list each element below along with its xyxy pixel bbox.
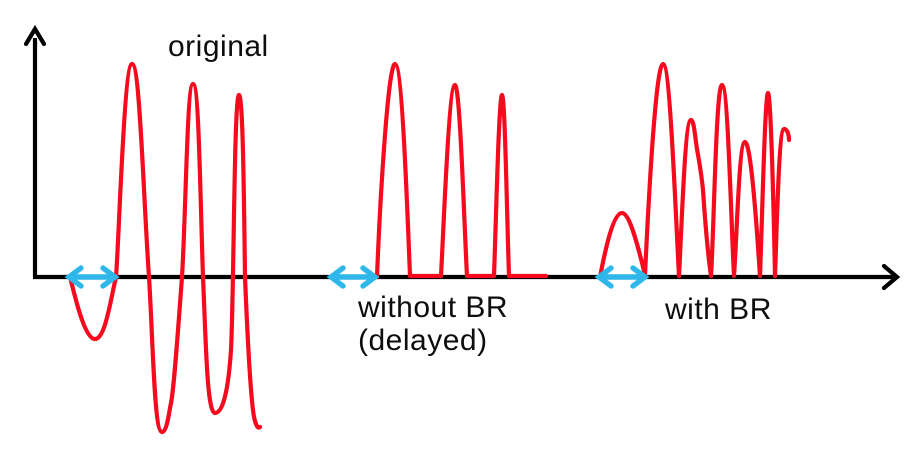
label-without-br: without BR (delayed) xyxy=(358,291,508,357)
delay-arrow-icon-original xyxy=(64,265,120,289)
label-with-br: with BR xyxy=(665,293,772,326)
y-axis-arrowhead-icon xyxy=(23,24,47,47)
waveform-without-br xyxy=(374,61,549,280)
waveform-with-br xyxy=(597,61,792,280)
label-original: original xyxy=(168,30,269,63)
x-axis-arrowhead-icon xyxy=(881,263,901,291)
label-without-br-line1: without BR xyxy=(358,291,509,324)
delay-arrow-icon-with-br xyxy=(594,265,650,289)
label-without-br-line2: (delayed) xyxy=(358,324,488,357)
delay-arrow-icon-without-br xyxy=(326,265,380,289)
waveform-original xyxy=(67,61,263,435)
